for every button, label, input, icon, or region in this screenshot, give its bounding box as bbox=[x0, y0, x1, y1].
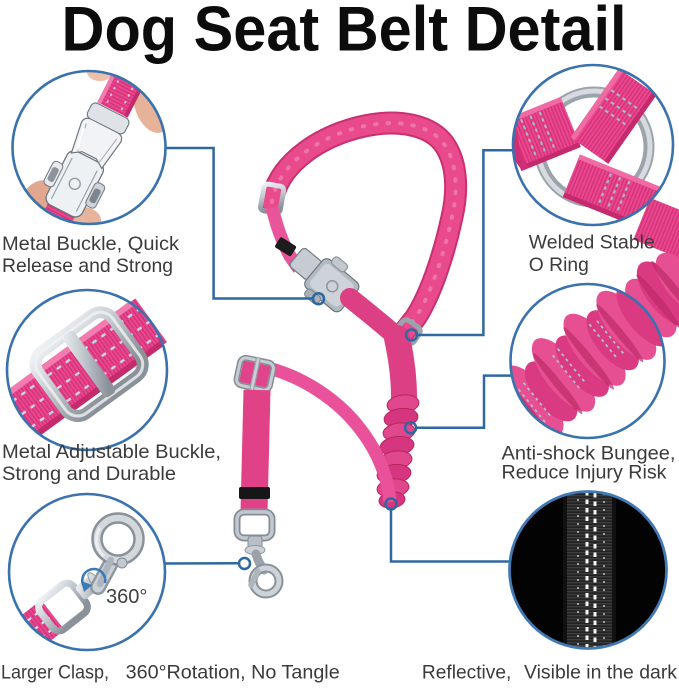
svg-text:Release and Strong: Release and Strong bbox=[2, 255, 173, 277]
svg-text:Larger Clasp,: Larger Clasp, bbox=[1, 662, 109, 684]
svg-text:Metal Adjustable Buckle,: Metal Adjustable Buckle, bbox=[2, 441, 221, 463]
svg-text:Strong and Durable: Strong and Durable bbox=[2, 463, 176, 485]
svg-text:360°Rotation, No Tangle: 360°Rotation, No Tangle bbox=[126, 662, 340, 684]
svg-text:Reduce Injury Risk: Reduce Injury Risk bbox=[502, 462, 667, 484]
svg-text:Anti-shock Bungee,: Anti-shock Bungee, bbox=[502, 443, 676, 465]
svg-text:360°: 360° bbox=[106, 586, 147, 608]
svg-text:O Ring: O Ring bbox=[529, 254, 589, 276]
svg-text:Visible in the dark: Visible in the dark bbox=[524, 662, 677, 684]
svg-text:Dog Seat Belt Detail: Dog Seat Belt Detail bbox=[62, 0, 627, 65]
svg-text:Welded Stable: Welded Stable bbox=[529, 232, 655, 254]
svg-text:Metal Buckle, Quick: Metal Buckle, Quick bbox=[2, 233, 179, 255]
svg-text:Reflective,: Reflective, bbox=[422, 662, 512, 684]
